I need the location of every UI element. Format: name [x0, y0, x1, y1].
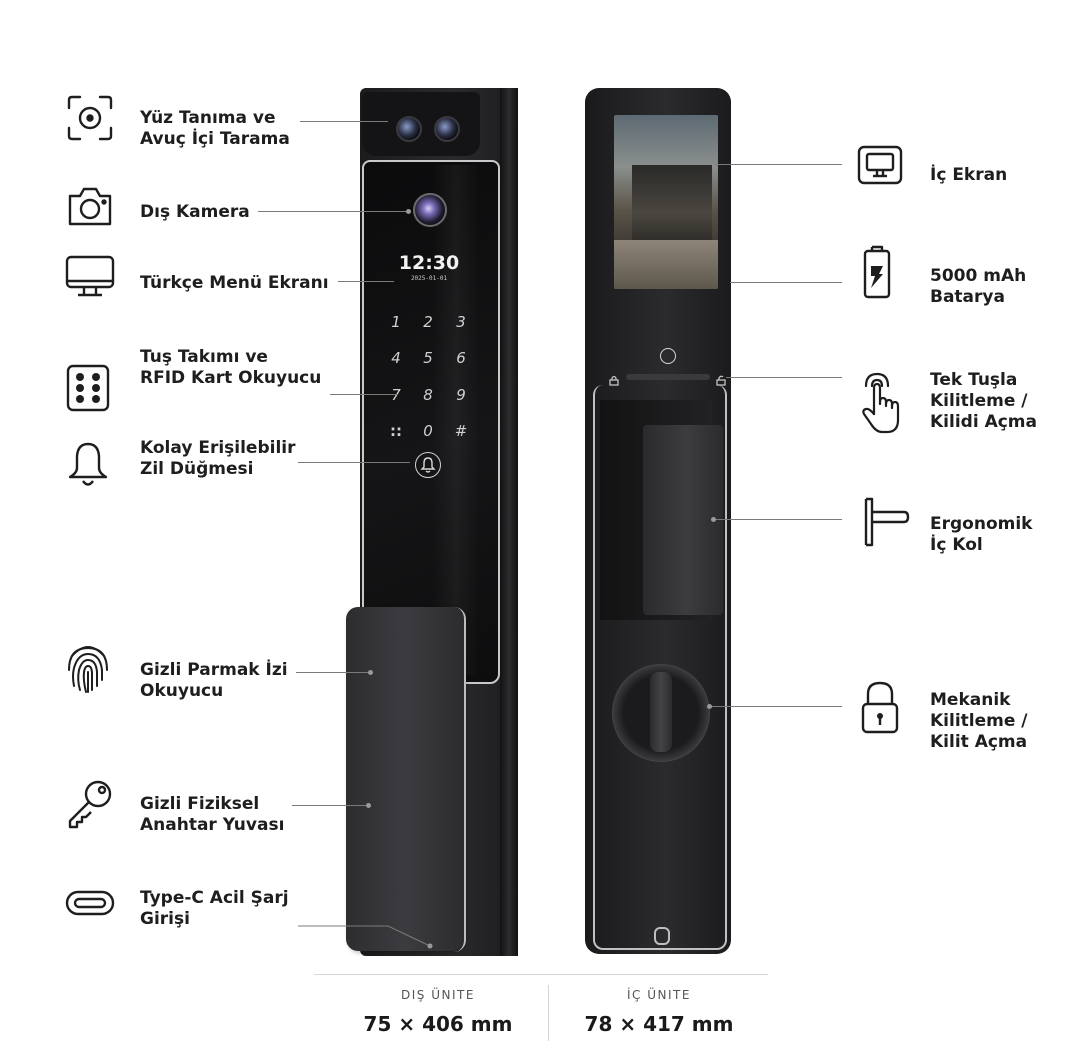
outer-unit-title: DIŞ ÜNITE — [401, 988, 475, 1002]
leader-menu-screen — [338, 281, 394, 282]
feature-label-camera: Dış Kamera — [140, 202, 250, 222]
monitor-icon — [64, 254, 116, 298]
feature-label-face-scan: Yüz Tanıma ve Avuç İçi Tarama — [140, 108, 290, 149]
bell-icon — [66, 440, 110, 490]
feature-label-menu-screen: Türkçe Menü Ekranı — [140, 273, 329, 293]
keypad-key-menu[interactable]: :: — [390, 422, 402, 440]
feature-label-keypad: Tuş Takımı ve RFID Kart Okuyucu — [140, 347, 322, 388]
feature-label-usb-c: Type-C Acil Şarj Girişi — [140, 888, 289, 929]
leader-keypad — [330, 394, 398, 395]
one-touch-lock-strip[interactable] — [626, 374, 710, 380]
inner-power-button[interactable] — [660, 348, 676, 364]
keypad-key-8[interactable]: 8 — [423, 386, 433, 404]
keypad-key-4[interactable]: 4 — [391, 349, 401, 367]
inner-lock-frame — [593, 385, 727, 950]
feature-label-bell: Kolay Erişilebilir Zil Düğmesi — [140, 438, 296, 479]
lock-indicator-icon — [609, 371, 619, 390]
leader-bell — [298, 462, 410, 463]
face-scan-icon — [66, 94, 114, 142]
leader-key — [292, 805, 368, 806]
camera-icon — [66, 184, 114, 228]
leader-inner-screen — [716, 164, 842, 165]
keypad-icon — [66, 364, 110, 412]
handle-icon — [862, 496, 910, 548]
keypad-key-3[interactable]: 3 — [456, 313, 466, 331]
usb-c-icon — [64, 888, 116, 918]
outer-handle[interactable] — [346, 607, 464, 951]
fingerprint-icon — [64, 640, 112, 696]
external-camera-lens — [413, 193, 447, 227]
leader-dot-fingerprint — [368, 670, 373, 675]
device-date: 2025-01-01 — [410, 275, 448, 282]
keypad-key-6[interactable]: 6 — [456, 349, 466, 367]
leader-face-scan — [300, 121, 388, 122]
leader-camera — [258, 211, 408, 212]
caption-divider-line — [314, 974, 768, 975]
keypad-key-7[interactable]: 7 — [391, 386, 401, 404]
leader-dot-handle — [711, 517, 716, 522]
keypad-key-9[interactable]: 9 — [456, 386, 466, 404]
keypad-key-hash[interactable]: # — [454, 422, 468, 440]
inner-screen-house-image — [632, 165, 712, 245]
feature-label-inner-screen: İç Ekran — [930, 165, 1008, 185]
feature-label-one-touch: Tek Tuşla Kilitleme / Kilidi Açma — [930, 370, 1037, 432]
keypad-key-0[interactable]: 0 — [423, 422, 433, 440]
leader-usb-c — [298, 924, 434, 954]
keypad-key-2[interactable]: 2 — [423, 313, 433, 331]
feature-label-handle: Ergonomik İç Kol — [930, 514, 1033, 555]
touch-icon — [858, 370, 906, 438]
leader-fingerprint — [296, 672, 370, 673]
unlock-indicator-icon — [716, 371, 726, 390]
mechanical-knob[interactable] — [650, 672, 672, 752]
doorbell-button[interactable] — [415, 452, 441, 478]
feature-label-fingerprint: Gizli Parmak İzi Okuyucu — [140, 660, 288, 701]
outer-handle-edge — [446, 607, 466, 952]
inner-keyhole — [654, 927, 670, 945]
doorbell-glyph-icon — [420, 457, 436, 473]
leader-mechanical — [710, 706, 842, 707]
inner-screen-pavement — [614, 240, 718, 289]
device-clock: 12:30 — [398, 252, 460, 274]
outer-unit-dimensions: 75 × 406 mm — [363, 1012, 513, 1036]
leader-battery — [730, 282, 842, 283]
feature-label-battery: 5000 mAh Batarya — [930, 266, 1027, 307]
leader-one-touch — [726, 377, 842, 378]
key-icon — [64, 778, 114, 830]
feature-label-key: Gizli Fiziksel Anahtar Yuvası — [140, 794, 285, 835]
padlock-icon — [860, 680, 900, 736]
outer-lock-rail — [500, 88, 518, 956]
battery-icon — [862, 244, 892, 300]
glass-reflection — [432, 165, 480, 675]
inner-unit-dimensions: 78 × 417 mm — [584, 1012, 734, 1036]
leader-dot-camera — [406, 209, 411, 214]
inner-unit-title: İÇ ÜNITE — [627, 988, 691, 1002]
leader-dot-key — [366, 803, 371, 808]
leader-handle — [714, 519, 842, 520]
caption-vertical-divider — [548, 985, 549, 1041]
inner-handle[interactable] — [643, 425, 723, 615]
face-camera-lens-right — [434, 116, 460, 142]
keypad-key-5[interactable]: 5 — [423, 349, 433, 367]
keypad-key-1[interactable]: 1 — [391, 313, 401, 331]
screen-icon — [856, 144, 904, 186]
leader-dot-mechanical — [707, 704, 712, 709]
feature-label-mechanical: Mekanik Kilitleme / Kilit Açma — [930, 690, 1028, 752]
face-camera-lens-left — [396, 116, 422, 142]
